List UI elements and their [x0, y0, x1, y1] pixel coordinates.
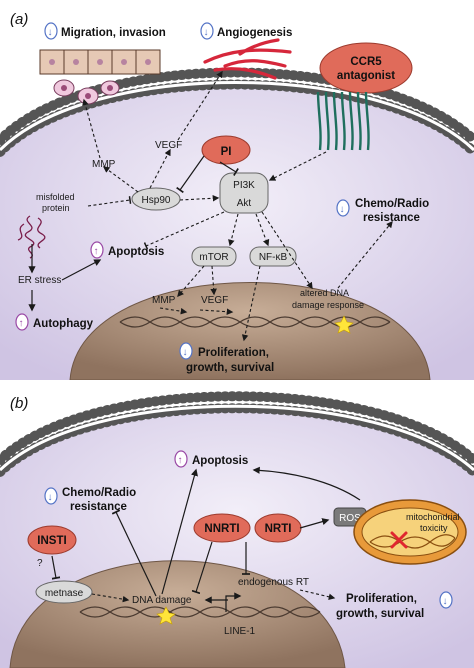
- nrti-label: NRTI: [265, 523, 292, 535]
- chemo-radio-b-label: Chemo/Radio: [62, 487, 136, 499]
- line1-label: LINE-1: [224, 626, 256, 637]
- x-mark-icon: [390, 531, 408, 549]
- epithelial-cells: [39, 49, 161, 105]
- hsp90-node: [131, 187, 181, 211]
- altered-dna-label: altered DNA: [300, 288, 349, 298]
- proliferation-label: Proliferation,: [198, 347, 269, 359]
- mitochondrial-label: mitochondrial: [406, 512, 460, 522]
- growth-survival-b-label: growth, survival: [336, 608, 424, 620]
- protein-label: protein: [42, 203, 70, 213]
- resistance-b-label: resistance: [70, 501, 127, 513]
- damage-response-label: damage response: [292, 300, 364, 310]
- pi3k-label: PI3K: [233, 180, 255, 191]
- vegf-outer-label: VEGF: [155, 140, 182, 151]
- svg-text:↑: ↑: [178, 455, 183, 466]
- pathway-arrows-a: [28, 70, 393, 342]
- ccr5-receptor-icon: [316, 91, 370, 151]
- er-stress-label: ER stress: [18, 275, 61, 286]
- svg-text:↓: ↓: [183, 347, 188, 358]
- up-arrow-icon: ↑: [174, 450, 188, 468]
- nnrti-label: NNRTI: [204, 523, 239, 535]
- up-arrow-icon: ↑: [15, 313, 29, 331]
- ccr5-label: CCR5: [350, 56, 382, 68]
- vegf-inner-label: VEGF: [201, 295, 228, 306]
- mtor-label: mTOR: [199, 252, 228, 263]
- svg-text:↓: ↓: [340, 204, 345, 215]
- proliferation-b-label: Proliferation,: [346, 593, 417, 605]
- resistance-label: resistance: [363, 212, 420, 224]
- cell-membrane-a: [0, 67, 474, 157]
- autophagy-label: Autophagy: [33, 318, 94, 330]
- blood-vessel-icon: [203, 38, 292, 80]
- dna-damage-star-a: [334, 315, 354, 334]
- pi3k-akt-node: [219, 172, 269, 214]
- pi-label: PI: [221, 146, 232, 158]
- up-arrow-icon: ↑: [90, 241, 104, 259]
- akt-label: Akt: [237, 198, 252, 209]
- panel-b-label: (b): [10, 395, 28, 412]
- panel-b: (b) ↑ Apoptosis ↓ Chemo/Radio resistance…: [0, 391, 474, 668]
- hsp90-label: Hsp90: [142, 195, 171, 206]
- ros-label: ROS: [339, 513, 361, 524]
- nucleus-a: [69, 282, 431, 381]
- mmp-inner-label: MMP: [152, 295, 176, 306]
- antagonist-label: antagonist: [337, 70, 395, 82]
- nnrti-node: [193, 513, 251, 543]
- apoptosis-label: Apoptosis: [108, 246, 164, 258]
- panel-a: (a) ↓ Migration, invasion: [0, 11, 474, 381]
- down-arrow-icon: ↓: [336, 199, 350, 217]
- nfkb-node: [249, 246, 297, 267]
- dna-damage-star-b: [156, 606, 176, 625]
- nfkb-label: NF-κB: [259, 252, 288, 263]
- mitochondrion-icon: [353, 499, 467, 565]
- question-label: ?: [37, 558, 43, 569]
- svg-text:↑: ↑: [94, 246, 99, 257]
- growth-survival-label: growth, survival: [186, 362, 274, 374]
- down-arrow-icon: ↓: [44, 487, 58, 505]
- svg-text:↓: ↓: [48, 27, 53, 38]
- down-arrow-icon: ↓: [200, 22, 214, 40]
- panel-a-label: (a): [10, 11, 28, 28]
- dna-damage-label: DNA damage: [132, 595, 192, 606]
- misfolded-label: misfolded: [36, 192, 75, 202]
- svg-text:↓: ↓: [204, 27, 209, 38]
- chemo-radio-label: Chemo/Radio: [355, 198, 429, 210]
- panel-divider: [0, 380, 474, 394]
- metnase-node: [35, 580, 93, 604]
- misfolded-protein-icon: [17, 215, 46, 259]
- toxicity-label: toxicity: [420, 523, 448, 533]
- nucleus-b: [9, 560, 346, 668]
- mmp-outer-label: MMP: [92, 159, 116, 170]
- migration-invasion-label: Migration, invasion: [61, 27, 166, 39]
- mtor-node: [191, 246, 237, 267]
- down-arrow-icon: ↓: [439, 591, 453, 609]
- angiogenesis-label: Angiogenesis: [217, 27, 292, 39]
- down-arrow-icon: ↓: [44, 22, 58, 40]
- svg-text:↓: ↓: [443, 596, 448, 607]
- endogenous-rt-label: endogenous RT: [238, 577, 309, 588]
- pathway-arrows-b: [51, 466, 361, 612]
- insti-label: INSTI: [37, 535, 66, 547]
- pi-node: [201, 135, 251, 165]
- down-arrow-icon: ↓: [179, 342, 193, 360]
- svg-text:↑: ↑: [19, 318, 24, 329]
- cell-membrane-b: [0, 391, 474, 477]
- insti-node: [27, 525, 77, 555]
- dna-helix-b: [79, 606, 321, 618]
- apoptosis-b-label: Apoptosis: [192, 455, 248, 467]
- svg-text:↓: ↓: [48, 492, 53, 503]
- metnase-label: metnase: [45, 588, 84, 599]
- ccr5-antagonist-node: [319, 42, 413, 94]
